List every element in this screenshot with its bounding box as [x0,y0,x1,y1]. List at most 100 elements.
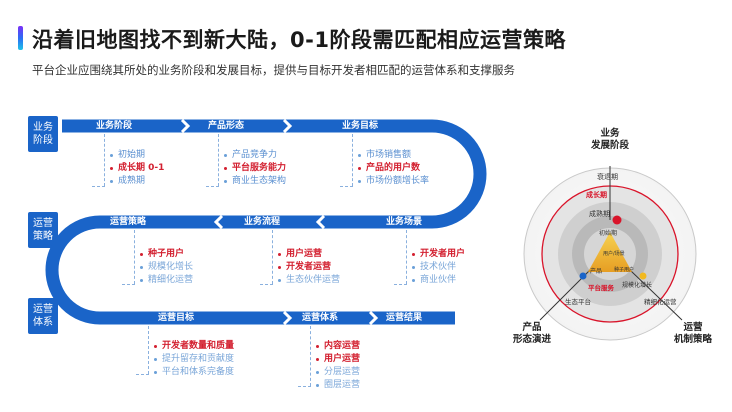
connector-line [406,230,407,284]
label-ops-mechanism: 运营 机制策略 [668,322,718,346]
connector-line [272,230,273,284]
list-ops-strategy: 种子用户 规模化增长 精细化运营 [140,248,193,287]
label-business-stage: 业务 发展阶段 [590,128,630,152]
list-item: 初始期 [110,149,164,162]
lane-tag-ops-strategy: 运营 策略 [28,212,58,248]
stage-label: 业务目标 [341,121,378,131]
label-line: 业务 [600,128,620,139]
list-item: 圈层运营 [316,379,360,392]
stage-label: 业务流程 [243,217,280,227]
list-item: 商业伙伴 [412,274,465,287]
connector-line [122,284,135,285]
list-item: 提升留存和贡献度 [154,353,234,366]
flow-chevron [282,118,293,134]
list-item: 用户运营 [316,353,360,366]
list-item: 内容运营 [316,340,360,353]
list-item: 技术伙伴 [412,261,465,274]
title-accent-bar [18,26,23,50]
label-line: 发展阶段 [590,140,629,151]
connector-line [104,134,105,186]
flow-track-row2 [45,215,432,325]
list-item: 用户运营 [278,248,340,261]
connector-line [352,134,353,186]
inner-label-seed-user: 种子用户 [614,267,635,273]
lane-tag-line: 运营 [33,304,53,315]
page-subtitle: 平台企业应围绕其所处的业务阶段和发展目标，提供与目标开发者相匹配的运营体系和支撑… [32,63,515,77]
list-product-form: 产品竞争力 平台服务能力 商业生态架构 [224,149,286,188]
lane-tag-line: 体系 [33,317,53,328]
page-title: 沿着旧地图找不到新大陆，0-1阶段需匹配相应运营策略 [32,28,566,52]
list-item: 成熟期 [110,175,164,188]
list-item: 平台服务能力 [224,162,286,175]
stage-label: 产品形态 [207,121,244,131]
list-item: 规模化增长 [140,261,193,274]
list-ops-system: 内容运营 用户运营 分层运营 圈层运营 [316,340,360,392]
marker-dot-yellow [639,272,647,280]
list-item: 商业生态架构 [224,175,286,188]
label-product-evolution: 产品 形态演进 [510,322,554,346]
stage-label: 业务阶段 [95,121,132,131]
marker-dot-blue [579,272,587,280]
flow-chevron [315,214,326,230]
list-ops-goal: 开发者数量和质量 提升留存和贡献度 平台和体系完备度 [154,340,234,379]
stage-label: 业务场景 [385,217,422,227]
list-item: 开发者用户 [412,248,465,261]
inner-label-refined-ops: 精细化运营 [644,298,677,306]
connector-line [218,134,219,186]
ring-label-start: 初始期 [599,230,618,237]
list-item: 种子用户 [140,248,193,261]
ring-label-decline: 衰退期 [597,173,618,181]
list-item: 产品竞争力 [224,149,286,162]
label-line: 形态演进 [512,334,551,345]
connector-line [298,386,311,387]
connector-line [148,326,149,374]
list-item: 生态伙伴运营 [278,274,340,287]
connector-line [260,284,273,285]
axis-left [539,269,591,321]
list-business-goal: 市场销售额 产品的用户数 市场份额增长率 [358,149,429,188]
ring-label-growth: 成长期 [586,191,607,199]
list-business-stage: 初始期 成长期 0-1 成熟期 [110,149,164,188]
connector-line [310,326,311,386]
inner-label-platform-service: 平台服务 [588,284,614,292]
inner-label-product: 产品 [590,268,603,275]
stage-label: 运营体系 [301,313,338,323]
list-item: 成长期 0-1 [110,162,164,175]
list-item: 开发者数量和质量 [154,340,234,353]
list-item: 产品的用户数 [358,162,429,175]
list-item: 市场份额增长率 [358,175,429,188]
lane-tag-business-stage: 业务 阶段 [28,116,58,152]
marker-dot-red [612,215,622,225]
stage-label: 运营目标 [157,313,194,323]
list-item: 精细化运营 [140,274,193,287]
connector-line [134,230,135,284]
list-business-scene: 开发者用户 技术伙伴 商业伙伴 [412,248,465,287]
core-label: 用户/场景 [603,251,625,257]
lane-tag-line: 运营 [33,218,53,229]
label-line: 产品 [522,322,542,333]
axis-right [629,269,683,321]
label-line: 机制策略 [673,334,712,345]
connector-line [206,186,219,187]
lane-tag-line: 业务 [33,122,53,133]
list-business-flow: 用户运营 开发者运营 生态伙伴运营 [278,248,340,287]
label-line: 运营 [683,322,703,333]
flow-chevron [213,214,224,230]
inner-label-ecosystem: 生态平台 [565,298,591,306]
list-item: 开发者运营 [278,261,340,274]
lane-tag-line: 策略 [33,231,53,242]
lane-tag-ops-system: 运营 体系 [28,298,58,334]
stage-label: 运营结果 [385,313,422,323]
list-item: 平台和体系完备度 [154,366,234,379]
ring-label-mature: 成熟期 [589,210,610,218]
stage-label: 运营策略 [109,217,146,227]
flow-chevron [180,118,191,134]
inner-label-scale-growth: 规模化增长 [622,282,653,289]
connector-line [394,284,407,285]
connector-line [92,186,105,187]
list-item: 分层运营 [316,366,360,379]
list-item: 市场销售额 [358,149,429,162]
lane-tag-line: 阶段 [33,135,53,146]
connector-line [136,374,149,375]
connector-line [340,186,353,187]
